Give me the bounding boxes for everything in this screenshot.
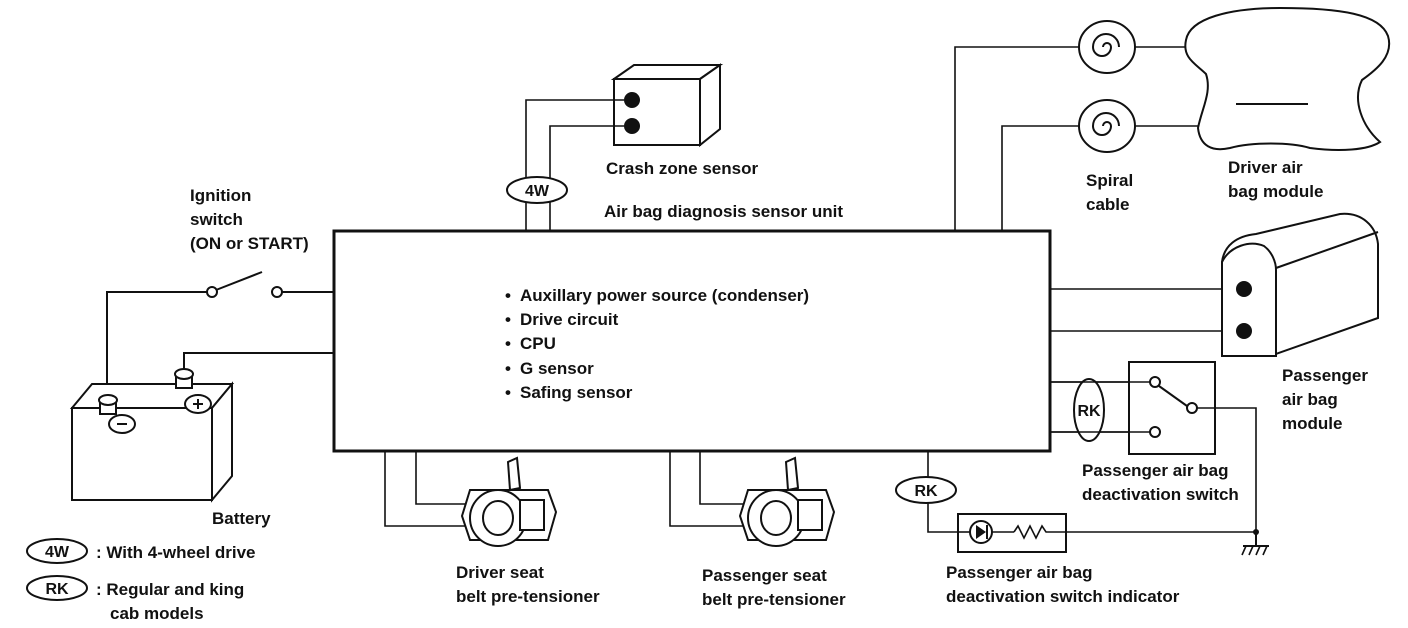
indicator-label-line2: deactivation switch indicator [946, 587, 1180, 606]
unit-feature-item: Auxillary power source (condenser) [520, 286, 809, 305]
unit-feature-bullet: • [505, 286, 511, 305]
passenger-pretensioner-label-line2: belt pre-tensioner [702, 590, 846, 609]
driver-pretensioner-label-line1: Driver seat [456, 563, 544, 582]
indicator-label-line1: Passenger air bag [946, 563, 1092, 582]
passenger-airbag-module-label-line2: air bag [1282, 390, 1338, 409]
crash-zone-sensor-icon [610, 63, 724, 148]
unit-feature-bullet: • [505, 310, 511, 329]
legend-4w-tag [26, 538, 88, 564]
spiral-cable-label-line1: Spiral [1086, 171, 1133, 190]
battery-icon [69, 368, 235, 503]
tag-rk-indicator-text: RK [914, 483, 938, 500]
tag-4w-text: 4W [525, 183, 550, 200]
ignition-switch-label-line3: (ON or START) [190, 234, 309, 253]
legend-rk-tag-text: RK [45, 581, 69, 598]
driver-airbag-module-label-line1: Driver air [1228, 158, 1303, 177]
passenger-airbag-wires [1050, 288, 1238, 332]
unit-feature-item: CPU [520, 334, 556, 353]
tag-rk-switch: RK [1073, 378, 1105, 442]
legend-rk-text: : Regular and king [96, 580, 244, 599]
ignition-switch-label-line1: Ignition [190, 186, 251, 205]
driver-pretensioner-wires [384, 451, 470, 527]
passenger-pretensioner-label-line1: Passenger seat [702, 566, 827, 585]
tag-rk-text: RK [1077, 403, 1101, 420]
legend-4w-text: : With 4-wheel drive [96, 543, 255, 562]
passenger-airbag-module-label-line1: Passenger [1282, 366, 1368, 385]
unit-feature-item: Safing sensor [520, 383, 633, 402]
unit-feature-list: • Auxillary power source (condenser) • D… [505, 286, 809, 402]
ignition-switch-label-line2: switch [190, 210, 243, 229]
driver-pretensioner-label-line2: belt pre-tensioner [456, 587, 600, 606]
crash-zone-sensor-label: Crash zone sensor [606, 159, 758, 178]
unit-feature-item: Drive circuit [520, 310, 619, 329]
battery-positive-wire [183, 352, 334, 374]
spiral-cable-icon-lower [1078, 99, 1136, 153]
spiral-cable-label-line2: cable [1086, 195, 1129, 214]
deactivation-switch-icon [1050, 361, 1216, 455]
unit-feature-bullet: • [505, 359, 511, 378]
unit-title: Air bag diagnosis sensor unit [604, 202, 843, 221]
driver-airbag-module-label-line2: bag module [1228, 182, 1323, 201]
deactivation-switch-label-line2: deactivation switch [1082, 485, 1239, 504]
airbag-diagnosis-sensor-unit [332, 229, 1052, 453]
unit-feature-bullet: • [505, 383, 511, 402]
unit-feature-item: G sensor [520, 359, 594, 378]
ground-icon [1241, 529, 1269, 556]
tag-rk-indicator: RK [895, 476, 957, 504]
indicator-icon [957, 513, 1067, 553]
legend: 4W : With 4-wheel drive RK : Regular and… [26, 538, 255, 623]
battery-label: Battery [212, 509, 271, 528]
passenger-airbag-module-label-line3: module [1282, 414, 1342, 433]
unit-feature-bullet: • [505, 334, 511, 353]
passenger-pretensioner-wires [669, 451, 745, 527]
tag-4w-crash: 4W [506, 176, 568, 204]
spiral-cable-icon-upper [1078, 20, 1136, 74]
legend-rk-text-line2: cab models [110, 604, 204, 623]
legend-rk-tag [26, 575, 88, 601]
legend-4w-tag-text: 4W [45, 544, 70, 561]
deactivation-switch-label-line1: Passenger air bag [1082, 461, 1228, 480]
driver-pretensioner-icon [460, 456, 558, 547]
spiral-cable-wires [954, 46, 1200, 231]
passenger-pretensioner-icon [738, 456, 836, 547]
driver-airbag-module-icon [1184, 6, 1391, 151]
ignition-switch-icon [106, 271, 334, 396]
passenger-airbag-module-icon [1221, 212, 1379, 357]
